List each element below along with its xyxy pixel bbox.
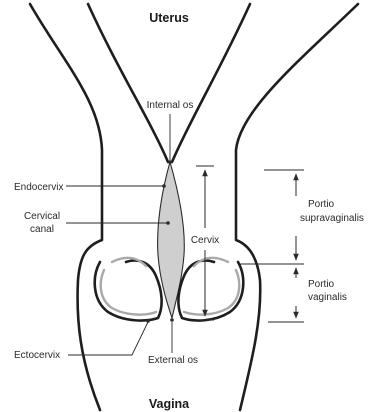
portio-supravaginalis-label-line1: Portio bbox=[308, 199, 335, 210]
cervix-label: Cervix bbox=[191, 235, 219, 246]
portio-vaginalis-label-line2: vaginalis bbox=[308, 292, 347, 303]
mucosa-left bbox=[101, 270, 156, 315]
cervical-canal-label-line2: canal bbox=[30, 224, 54, 235]
cervical-canal-point bbox=[166, 221, 170, 225]
vaginal-wall-right bbox=[178, 261, 243, 321]
mucosa-right bbox=[184, 270, 239, 315]
endocervix-label: Endocervix bbox=[14, 182, 63, 193]
vagina-title: Vagina bbox=[149, 397, 190, 411]
internal-os-label: Internal os bbox=[147, 100, 194, 111]
cervical-canal-label-line1: Cervical bbox=[24, 211, 60, 222]
endocervix-point bbox=[162, 184, 166, 188]
internal-os-point bbox=[168, 160, 172, 164]
external-os-point bbox=[170, 318, 174, 322]
portio-vaginalis-label-line1: Portio bbox=[308, 279, 335, 290]
ectocervix-label: Ectocervix bbox=[14, 350, 60, 361]
uterus-title: Uterus bbox=[149, 11, 189, 25]
external-os-label: External os bbox=[148, 355, 198, 366]
outer-wall-right bbox=[236, 4, 358, 410]
portio-supravaginalis-label-line2: supravaginalis bbox=[300, 213, 364, 224]
ectocervix-point bbox=[146, 319, 150, 323]
